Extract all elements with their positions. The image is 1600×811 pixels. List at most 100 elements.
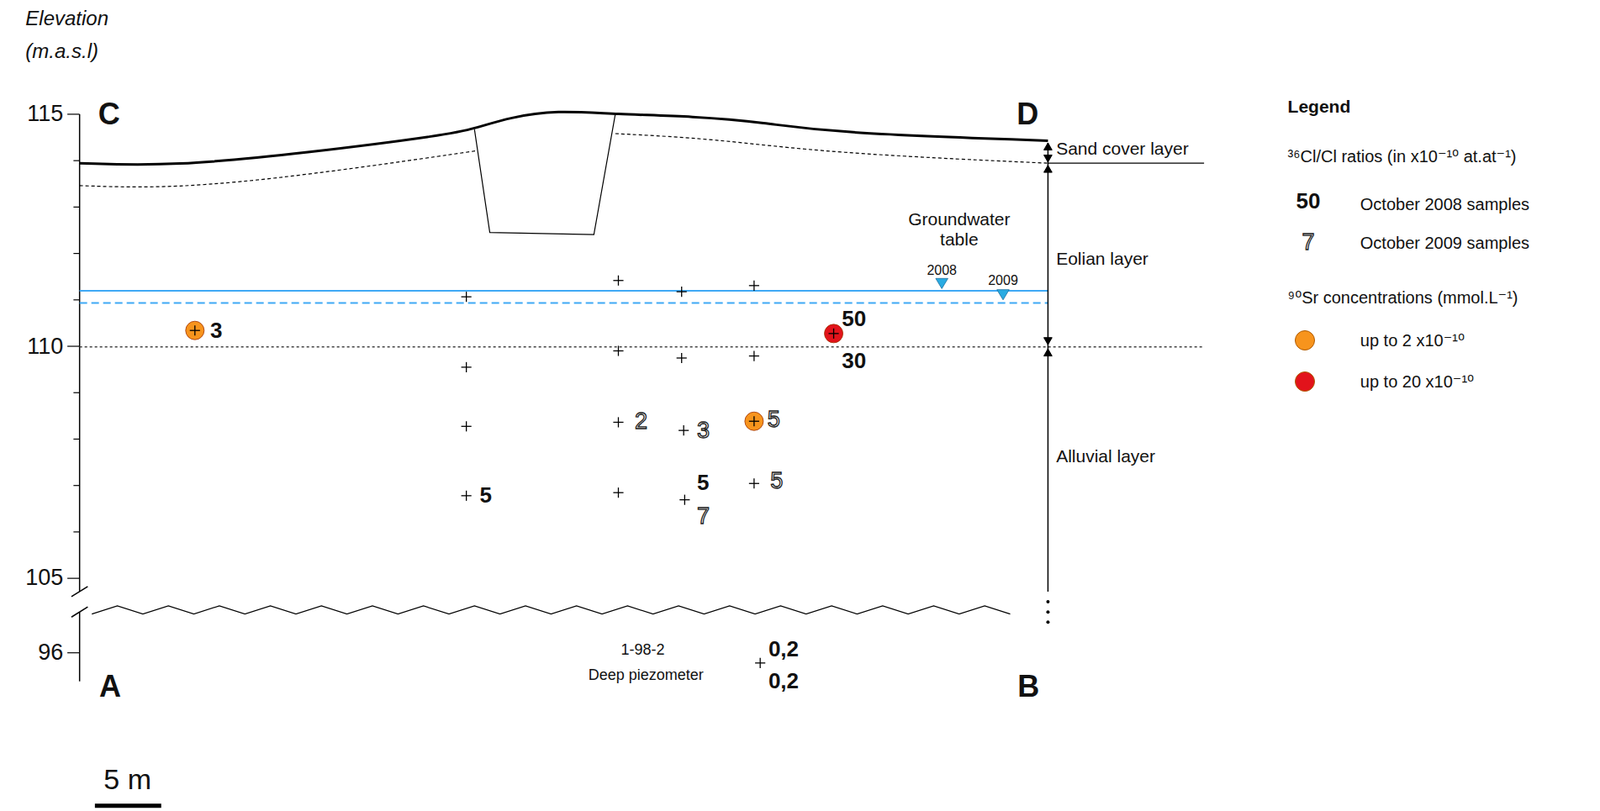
sample-point	[684, 495, 686, 506]
label: Eolian layer	[1056, 248, 1149, 270]
sample-point	[617, 417, 619, 428]
sample-point	[465, 491, 467, 502]
sample-point	[465, 421, 467, 432]
label: Legend	[1288, 96, 1352, 117]
label: 3	[210, 318, 222, 344]
label: Deep piezometer	[588, 666, 704, 685]
label: Alluvial layer	[1056, 445, 1156, 466]
label: 2008	[926, 262, 957, 278]
legend-text: October 2009 samples	[1360, 232, 1530, 253]
label: 5	[770, 468, 783, 495]
label: 96	[37, 639, 64, 666]
axis-tick	[67, 578, 80, 580]
label: C	[98, 96, 121, 132]
label: 5 m	[103, 764, 152, 798]
trench	[474, 114, 615, 235]
water-level-marker	[997, 290, 1010, 301]
label: A	[99, 669, 122, 704]
axis-tick	[67, 113, 80, 115]
label: 2	[634, 409, 648, 436]
label: 5	[479, 483, 492, 509]
label: 110	[26, 333, 64, 360]
axis-break	[71, 607, 88, 618]
sample-point	[194, 325, 196, 336]
sample-point	[681, 353, 682, 364]
sample-point	[617, 275, 619, 286]
label: 5	[697, 470, 709, 497]
axis-tick	[67, 345, 80, 347]
sample-point	[681, 286, 682, 297]
axis-tick	[73, 253, 80, 254]
arrow-head	[1044, 165, 1053, 173]
label: 105	[25, 565, 64, 592]
arrow-head	[1044, 348, 1053, 356]
axis-tick	[73, 531, 80, 533]
sample-point	[682, 425, 684, 436]
axis-tick	[67, 652, 80, 654]
axis-tick	[73, 392, 80, 394]
label: 0,2	[768, 669, 799, 695]
continuation-dot	[1045, 600, 1050, 604]
layer-boundary	[79, 346, 1204, 349]
label: 7	[697, 504, 710, 531]
strontium-dot	[185, 321, 205, 340]
sand-cover-base	[79, 151, 476, 188]
label: B	[1017, 669, 1040, 704]
label: 2009	[987, 273, 1019, 289]
arrow-head	[1044, 142, 1053, 150]
legend-text: October 2008 samples	[1360, 194, 1530, 214]
sample-point	[760, 658, 761, 669]
label: 3	[697, 418, 710, 445]
layer-bracket	[1047, 142, 1050, 592]
sample-point	[617, 345, 619, 356]
sample-point	[753, 350, 755, 361]
axis-break	[71, 586, 88, 597]
axis-tick	[73, 485, 80, 486]
label: ³⁶Cl/Cl ratios (in x10⁻¹⁰ at.at⁻¹)	[1288, 146, 1517, 166]
label: 50	[1295, 189, 1321, 215]
legend-swatch	[1294, 330, 1315, 351]
ground-surface	[79, 111, 1049, 165]
label: D	[1016, 96, 1039, 132]
label: Elevation	[25, 6, 109, 31]
sample-point	[753, 478, 755, 489]
axis-tick	[73, 438, 80, 440]
strontium-dot	[824, 324, 844, 344]
sand-cover-base	[615, 133, 1049, 164]
label: Sand cover layer	[1056, 138, 1189, 159]
label: (m.a.s.l)	[25, 39, 99, 64]
label: 115	[26, 100, 64, 127]
layer-boundary	[1047, 163, 1204, 164]
continuation-dot	[1045, 620, 1050, 624]
legend-text: up to 2 x10⁻¹⁰	[1360, 331, 1465, 351]
label: 5	[767, 406, 781, 434]
arrow-head	[1044, 154, 1053, 162]
label: Groundwater table	[896, 209, 1023, 250]
arrow-head	[1044, 337, 1053, 345]
label: 50	[841, 306, 867, 333]
axis-tick	[73, 160, 80, 162]
sample-point	[465, 362, 467, 373]
label: 0,2	[768, 637, 799, 663]
strontium-dot	[744, 411, 764, 431]
label: 1-98-2	[621, 641, 666, 660]
continuation-dot	[1045, 610, 1050, 614]
sample-point	[617, 487, 619, 498]
label: 30	[841, 348, 867, 375]
label: 7	[1301, 229, 1315, 256]
sample-point	[753, 416, 755, 427]
sample-point	[833, 328, 835, 339]
axis-tick	[73, 206, 80, 208]
sample-point	[753, 280, 755, 291]
groundwater-2009	[79, 301, 1049, 304]
label: ⁹⁰Sr concentrations (mmol.L⁻¹)	[1288, 288, 1519, 308]
legend-text: up to 20 x10⁻¹⁰	[1360, 371, 1474, 391]
scale-bar	[95, 803, 162, 808]
axis-tick	[73, 299, 80, 301]
section-break	[91, 606, 1010, 615]
sample-point	[465, 291, 467, 302]
elevation-axis	[79, 612, 81, 682]
legend-swatch	[1294, 371, 1315, 392]
water-level-marker	[935, 278, 949, 289]
